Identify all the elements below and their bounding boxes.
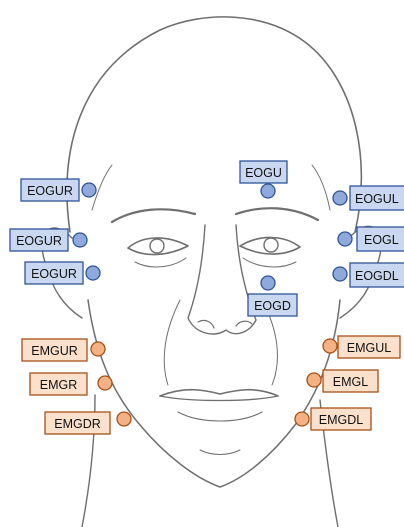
eogu-label-text: EOGU	[245, 166, 282, 180]
left-brow	[112, 209, 195, 222]
left-eye	[128, 238, 188, 255]
emgr-label-text: EMGR	[40, 378, 78, 392]
emgr-label: EMGR	[30, 373, 87, 395]
eogur-label-2-text: EOGUR	[16, 234, 62, 248]
eogul-label: EOGUL	[350, 186, 404, 210]
eogul-electrode	[333, 191, 347, 205]
emgdr-electrode	[117, 412, 131, 426]
eogur-label-3: EOGUR	[25, 262, 83, 284]
eogdl-label-text: EOGDL	[355, 269, 399, 283]
emgul-label-text: EMGUL	[347, 341, 392, 355]
head-outline	[67, 17, 361, 232]
eogu-electrode	[261, 184, 275, 198]
eogur-label-2: EOGUR	[10, 229, 68, 251]
emgul-electrode	[323, 339, 337, 353]
right-brow	[236, 208, 318, 220]
eogd-electrode	[261, 276, 275, 290]
emgul-label: EMGUL	[338, 336, 400, 358]
emgur-label: EMGUR	[22, 339, 87, 361]
emgl-label: EMGL	[323, 370, 378, 392]
emgl-electrode	[307, 373, 321, 387]
emgur-label-text: EMGUR	[31, 344, 78, 358]
right-jaw	[220, 300, 340, 487]
emgl-label-text: EMGL	[333, 375, 368, 389]
eogd-label-text: EOGD	[254, 299, 291, 313]
eogur-electrode-1	[82, 183, 96, 197]
eogl-label: EOGL	[357, 227, 404, 251]
eogu-label: EOGU	[240, 161, 287, 183]
eogdl-electrode	[333, 267, 347, 281]
eogl-electrode	[338, 232, 352, 246]
eogdl-label: EOGDL	[350, 263, 404, 287]
eogur-label-1: EOGUR	[21, 179, 79, 201]
mouth	[160, 390, 278, 396]
emgdl-electrode	[295, 412, 309, 426]
emgdl-label-text: EMGDL	[319, 413, 364, 427]
emgur-electrode	[91, 342, 105, 356]
emgr-electrode	[98, 376, 112, 390]
eogd-label: EOGD	[248, 294, 297, 316]
emgdr-label: EMGDR	[45, 412, 110, 434]
eogur-electrode-3	[86, 266, 100, 280]
eogur-label-3-text: EOGUR	[31, 267, 77, 281]
eogur-label-1-text: EOGUR	[27, 184, 73, 198]
emgdr-label-text: EMGDR	[54, 417, 101, 431]
nose	[188, 225, 256, 334]
emgdl-label: EMGDL	[311, 408, 371, 430]
left-jaw	[88, 300, 220, 487]
eogl-label-text: EOGL	[364, 233, 399, 247]
emg-labels: EMGUR EMGR EMGDR EMGUL EMGL EMGDL	[22, 336, 400, 434]
eogur-electrode-2	[73, 233, 87, 247]
eogul-label-text: EOGUL	[355, 192, 399, 206]
